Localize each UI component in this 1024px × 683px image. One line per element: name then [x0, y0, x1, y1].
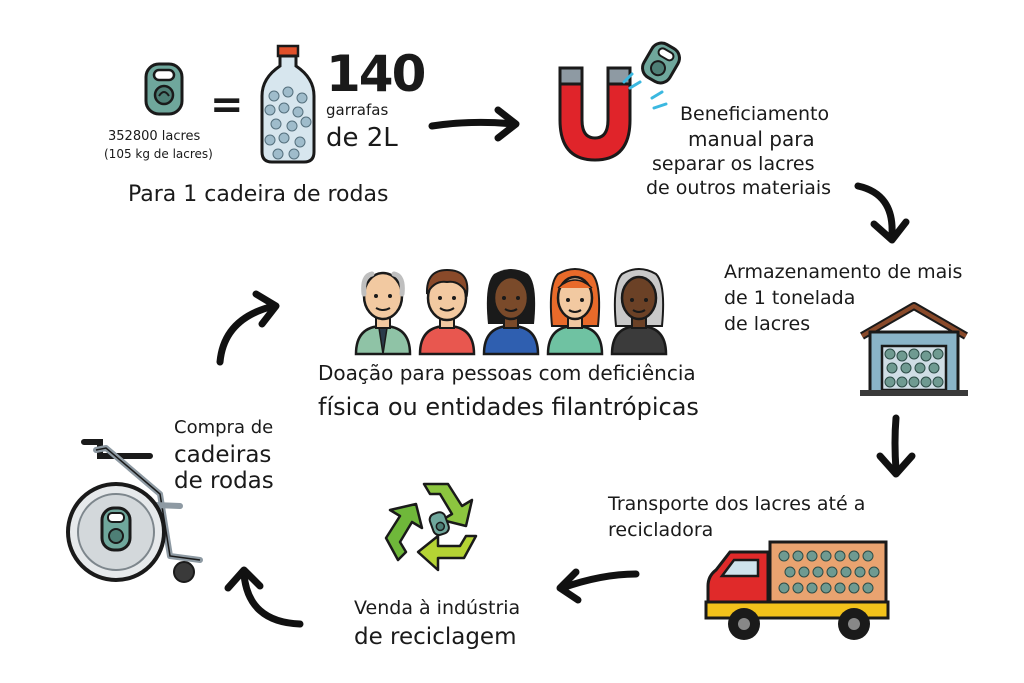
armazenamento-line2: de 1 tonelada — [724, 287, 856, 309]
lacres-count-label: 352800 lacres — [108, 129, 201, 144]
magnet-attracted-tab-icon — [641, 41, 681, 85]
equals-sign: = — [210, 82, 244, 128]
bottle-icon — [260, 44, 316, 164]
magnet-force-lines — [622, 72, 668, 110]
bottles-label-line1: garrafas — [326, 101, 389, 119]
compra-line3: de rodas — [174, 468, 274, 494]
armazenamento-line1: Armazenamento de mais — [724, 261, 963, 283]
transporte-line2: recicladora — [608, 519, 714, 541]
wheelchair-caption: Para 1 cadeira de rodas — [128, 182, 389, 207]
beneficiamento-line3: separar os lacres — [652, 153, 815, 175]
bottles-number: 140 — [326, 45, 426, 103]
doacao-line1: Doação para pessoas com deficiência — [318, 361, 696, 385]
person-elderly-woman-icon — [610, 268, 668, 356]
bottles-label-line2: de 2L — [326, 123, 398, 153]
venda-line2: de reciclagem — [354, 624, 517, 650]
beneficiamento-line2: manual para — [688, 127, 815, 151]
arrow-to-recycling — [556, 568, 640, 604]
arrow-to-donation — [216, 290, 280, 366]
arrow-to-magnet — [428, 106, 520, 142]
transporte-line1: Transporte dos lacres até a — [608, 493, 866, 515]
recycle-icon — [384, 482, 478, 572]
arrow-to-truck — [876, 414, 916, 478]
person-elderly-man-icon — [354, 271, 412, 356]
person-black-woman-icon — [482, 269, 540, 356]
arrow-to-wheelchair — [224, 566, 304, 628]
person-young-man-icon — [418, 268, 476, 356]
lacres-weight-label: (105 kg de lacres) — [104, 147, 213, 161]
warehouse-icon — [860, 302, 968, 396]
can-tab-icon — [144, 62, 184, 116]
venda-line1: Venda à indústria — [354, 597, 521, 619]
beneficiamento-line1: Beneficiamento — [680, 103, 830, 125]
person-redhead-woman-icon — [546, 268, 604, 356]
beneficiamento-line4: de outros materiais — [646, 177, 832, 199]
compra-line1: Compra de — [174, 417, 274, 438]
wheelchair-icon — [66, 439, 203, 583]
doacao-line2: física ou entidades filantrópicas — [318, 393, 699, 421]
compra-line2: cadeiras — [174, 442, 272, 468]
truck-icon — [704, 540, 890, 640]
arrow-to-warehouse — [854, 182, 910, 244]
magnet-icon — [558, 66, 632, 162]
armazenamento-line3: de lacres — [724, 313, 811, 335]
